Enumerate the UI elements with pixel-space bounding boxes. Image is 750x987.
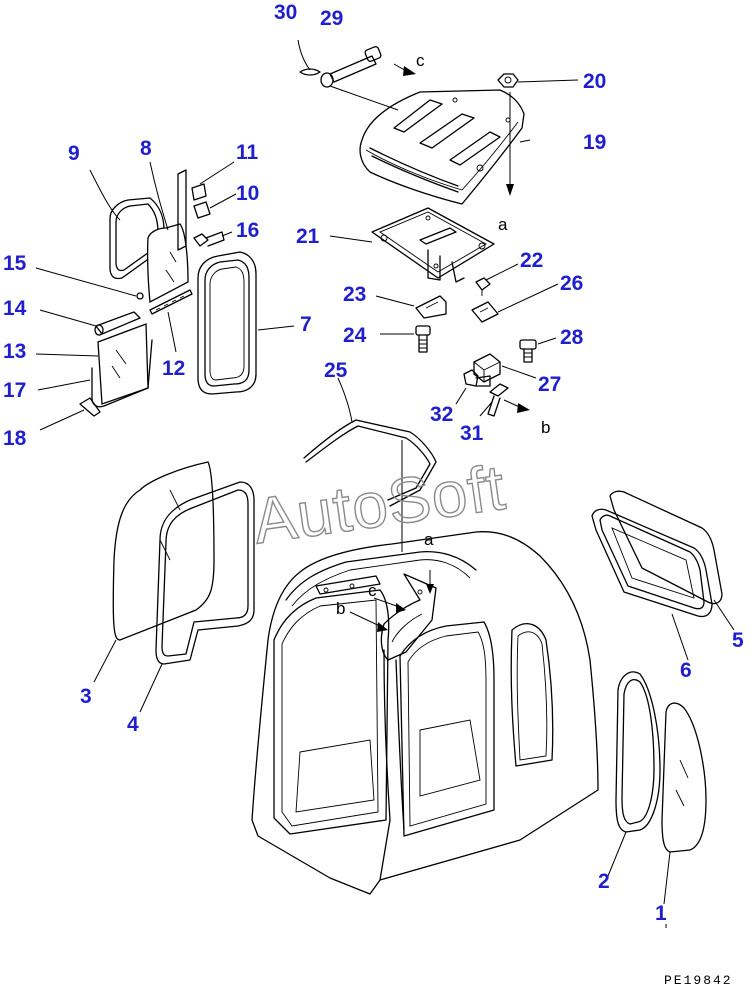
- plate-part-11: [177, 169, 207, 251]
- callout-5: 5: [732, 629, 744, 652]
- roof-cover-part-19: [359, 89, 525, 205]
- strip-part-12: [149, 289, 193, 315]
- callout-12: 12: [162, 357, 185, 380]
- ref-letter-a-cab: a: [424, 530, 434, 549]
- latch-part-31: [487, 383, 509, 417]
- gas-spring-part-29: [320, 46, 399, 111]
- callout-30: 30: [274, 1, 297, 24]
- cab-body: [251, 531, 599, 895]
- clip-part-10: [193, 201, 211, 219]
- bolt-part-28: [519, 339, 537, 363]
- callout-18: 18: [3, 427, 27, 450]
- callout-27: 27: [538, 373, 561, 396]
- ref-letter-a-roof: a: [498, 215, 508, 234]
- drawing-code: PE19842: [664, 973, 733, 987]
- callout-21: 21: [296, 225, 320, 248]
- callout-26: 26: [560, 272, 583, 295]
- callout-6: 6: [680, 659, 692, 682]
- seal-part-17: [91, 339, 153, 408]
- callout-24: 24: [343, 324, 367, 347]
- callout-32: 32: [430, 403, 453, 426]
- bolt-part-24: [415, 325, 431, 353]
- callout-14: 14: [3, 297, 27, 320]
- block-part-27: [473, 353, 501, 383]
- callout-23: 23: [343, 283, 366, 306]
- bolt-part-22: [475, 277, 491, 296]
- gasket-part-6: [591, 508, 713, 618]
- callout-20: 20: [583, 70, 606, 93]
- gasket-part-2: [615, 671, 661, 833]
- bracket-plate-part-21: [371, 207, 495, 283]
- ref-letter-c-roof: c: [416, 51, 425, 70]
- callout-17: 17: [3, 379, 26, 402]
- callout-13: 13: [3, 340, 26, 363]
- callout-10: 10: [236, 182, 259, 205]
- pin-part-30: [297, 39, 321, 76]
- callout-1: 1: [655, 902, 667, 925]
- screw-part-15: [136, 292, 144, 300]
- callout-19: 19: [583, 131, 606, 154]
- callout-29: 29: [320, 7, 343, 30]
- gasket-part-4: [155, 481, 255, 665]
- seal-part-25: [303, 419, 437, 552]
- callout-25: 25: [324, 359, 348, 382]
- callout-16: 16: [236, 219, 259, 242]
- callout-9: 9: [68, 142, 80, 165]
- callout-7: 7: [300, 313, 312, 336]
- callout-28: 28: [560, 326, 584, 349]
- glass-part-5: [609, 490, 723, 605]
- nut-part-20: [497, 73, 519, 88]
- watermark: AutoSoft: [249, 451, 510, 558]
- ref-letter-b-cab: b: [336, 599, 345, 618]
- callout-11: 11: [236, 141, 259, 164]
- glass-part-13: [97, 323, 149, 405]
- glass-part-8: [146, 223, 189, 304]
- callout-3: 3: [80, 685, 92, 708]
- callout-8: 8: [140, 137, 152, 160]
- gasket-part-9: [109, 197, 165, 280]
- bolt-part-16: [193, 231, 225, 247]
- leader-lines: [35, 63, 735, 928]
- ref-letter-b-latch: b: [541, 418, 550, 437]
- stopper-part-18: [79, 397, 101, 417]
- rail-part-14: [94, 311, 141, 336]
- clamp-part-23: [415, 295, 447, 319]
- callout-labels: 1 2 3 4 5 6 7 8 9 10 11 12 13 14 15 16 1…: [3, 1, 744, 925]
- callout-15: 15: [3, 252, 27, 275]
- glass-part-1: [661, 702, 707, 853]
- reference-letters: c a b a c b: [336, 51, 550, 618]
- bracket-part-26: [471, 301, 499, 323]
- callout-2: 2: [598, 870, 610, 893]
- callout-22: 22: [520, 249, 543, 272]
- glass-part-3: [112, 461, 215, 641]
- gasket-part-7: [197, 251, 257, 395]
- callout-31: 31: [460, 422, 484, 445]
- ref-letter-c-cab: c: [368, 581, 377, 600]
- callout-4: 4: [127, 713, 139, 736]
- bolt-part-32: [463, 369, 491, 387]
